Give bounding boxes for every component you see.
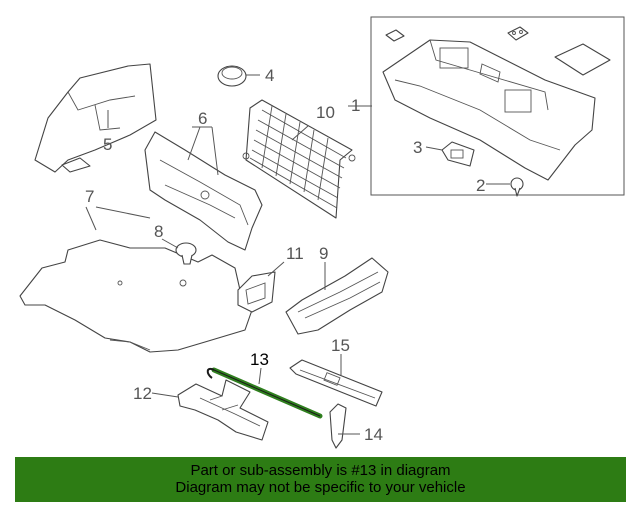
tray-clip-double[interactable] [507, 26, 529, 41]
tray-clip-small[interactable] [385, 29, 405, 42]
part-15-jack-case[interactable] [289, 359, 383, 407]
part-8-retainer[interactable] [175, 242, 197, 265]
callout-10: 10 [316, 103, 335, 122]
callout-15: 15 [331, 336, 350, 355]
part-3-cover[interactable] [441, 141, 475, 167]
callout-13: 13 [250, 350, 269, 369]
banner-line-2: Diagram may not be specific to your vehi… [175, 479, 466, 496]
part-4-cap[interactable] [217, 65, 247, 87]
banner-line-1: Part or sub-assembly is #13 in diagram [190, 462, 451, 479]
leader-lines [85, 74, 510, 435]
part-6-rear-trim[interactable] [144, 131, 263, 251]
callout-14: 14 [364, 425, 383, 444]
callout-9: 9 [319, 244, 328, 263]
part-14-wrench[interactable] [329, 403, 347, 449]
part-2-push-pin[interactable] [510, 177, 524, 197]
part-9-storage-bin[interactable] [285, 257, 389, 335]
callout-1: 1 [351, 96, 360, 115]
callout-2: 2 [476, 176, 485, 195]
callout-3: 3 [413, 138, 422, 157]
callout-4: 4 [265, 66, 274, 85]
info-banner: Part or sub-assembly is #13 in diagram D… [15, 457, 626, 502]
callout-6: 6 [198, 109, 207, 128]
callout-7: 7 [85, 187, 94, 206]
callout-12: 12 [133, 384, 152, 403]
callout-8: 8 [154, 222, 163, 241]
part-11-bracket[interactable] [237, 271, 276, 313]
callout-labels: 1 2 3 4 5 6 7 8 9 10 11 12 13 14 15 [85, 66, 485, 444]
callout-11: 11 [286, 244, 304, 263]
part-12-jack[interactable] [177, 379, 269, 441]
callout-5: 5 [103, 135, 112, 154]
part-10-cargo-net[interactable] [242, 99, 356, 219]
part-1-package-tray[interactable] [382, 39, 596, 181]
tray-pad[interactable] [554, 43, 611, 76]
part-7-floor-mat[interactable] [19, 239, 253, 353]
part-13-jack-handle[interactable] [206, 367, 323, 419]
part-5-side-trim[interactable] [34, 63, 157, 173]
